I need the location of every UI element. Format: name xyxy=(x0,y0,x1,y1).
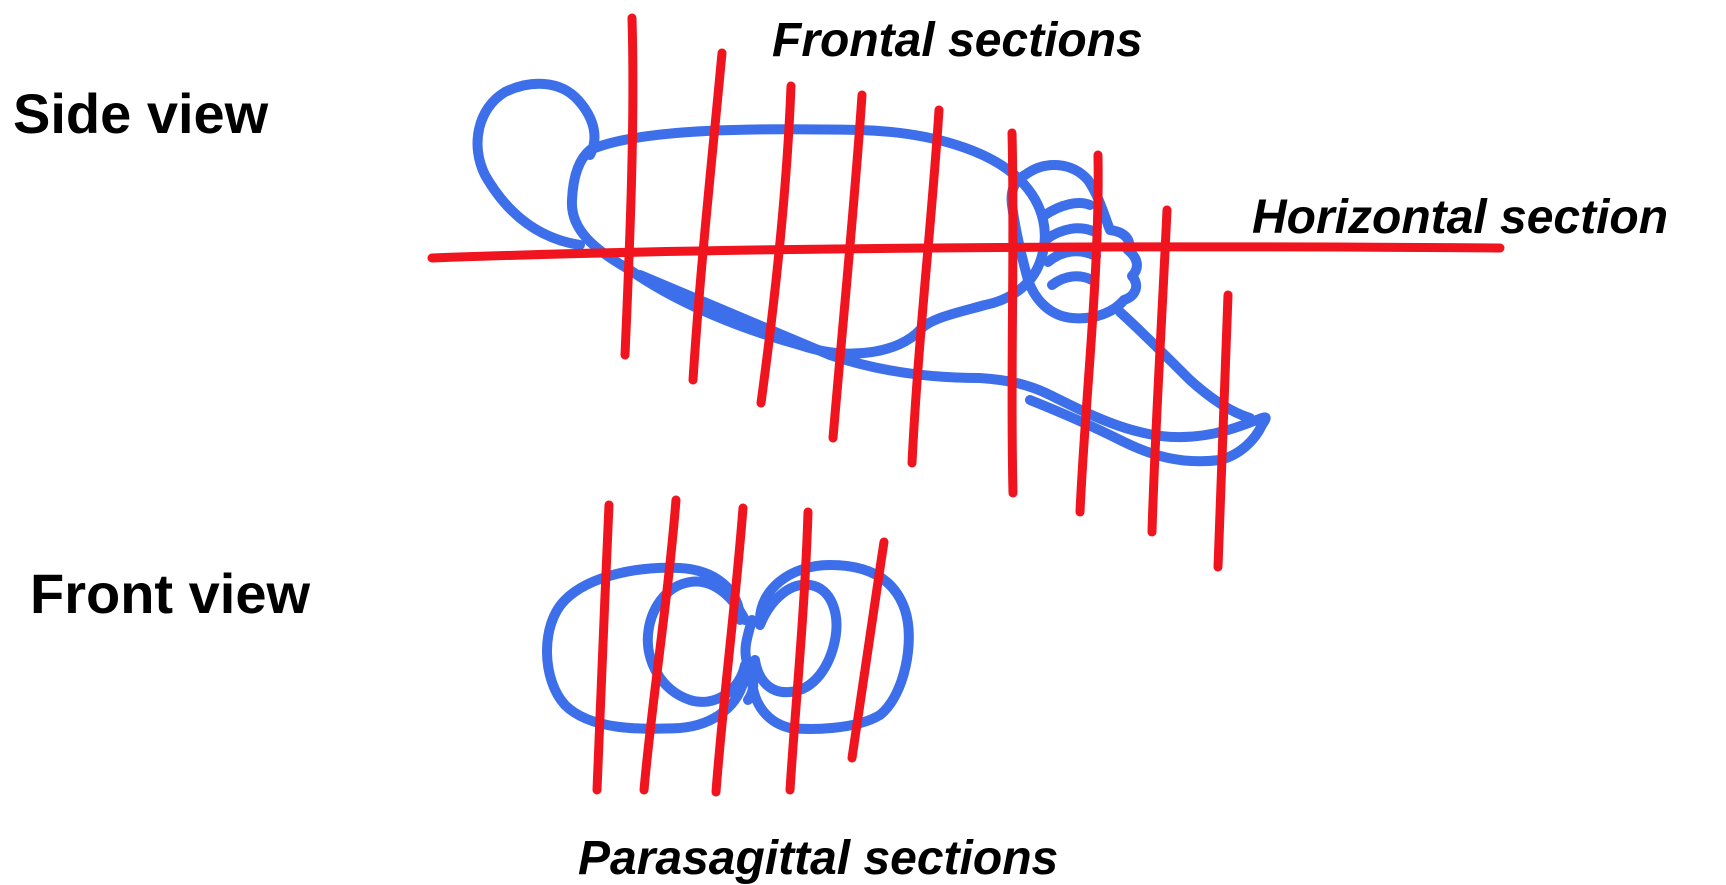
brainstem-ventral-outline xyxy=(1115,307,1255,423)
side-view-brain xyxy=(472,78,1271,467)
side-view-label: Side view xyxy=(13,82,269,145)
parasagittal-section-lines xyxy=(592,495,889,797)
frontal-section-line xyxy=(1213,290,1233,572)
frontal-section-line xyxy=(1007,128,1018,498)
cerebrum-outline xyxy=(566,124,1050,359)
frontal-section-line xyxy=(688,48,727,385)
parasagittal-section-line xyxy=(785,507,813,795)
parasagittal-section-line xyxy=(639,495,681,795)
frontal-section-lines xyxy=(620,13,1233,572)
front-view-brain xyxy=(542,560,914,734)
right-ventricle-outline xyxy=(750,579,842,698)
right-hemisphere-outline xyxy=(746,560,914,734)
horizontal-section-line xyxy=(427,242,1505,263)
frontal-section-line xyxy=(756,81,796,408)
front-view-label: Front view xyxy=(30,562,311,625)
parasagittal-section-line xyxy=(847,537,889,763)
horizontal-section-label: Horizontal section xyxy=(1252,191,1669,244)
left-ventricle-outline xyxy=(642,576,750,707)
left-hemisphere-outline xyxy=(542,562,750,734)
olfactory-bulb-outline xyxy=(472,78,600,250)
frontal-section-line xyxy=(1075,150,1103,517)
parasagittal-section-line xyxy=(592,500,614,795)
frontal-section-line xyxy=(620,13,638,360)
frontal-sections-label: Frontal sections xyxy=(772,14,1143,67)
frontal-section-line xyxy=(1147,205,1172,537)
cerebellar-folia xyxy=(1040,198,1101,290)
parasagittal-section-line xyxy=(711,503,748,797)
frontal-section-line xyxy=(828,90,867,443)
frontal-section-line xyxy=(907,105,944,468)
midline-outline xyxy=(740,615,759,705)
parasagittal-sections-label: Parasagittal sections xyxy=(578,832,1059,885)
